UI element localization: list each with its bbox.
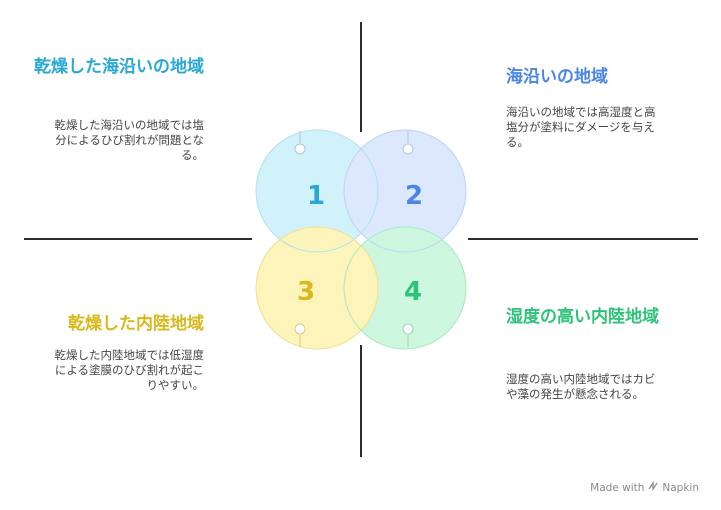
horizontal-axis-right [468, 238, 698, 240]
made-with-label: Made with [590, 481, 645, 494]
circle-2 [344, 130, 466, 252]
circle-1-outline [255, 129, 379, 253]
quadrant-1-title: 乾燥した海沿いの地域 [34, 57, 204, 77]
circle-2-outline [343, 129, 467, 253]
quadrant-4-description: 湿度の高い内陸地域ではカビや藻の発生が懸念される。 [506, 372, 656, 401]
circle-3 [256, 227, 378, 349]
napkin-logo-icon [648, 480, 658, 494]
quadrant-3-description: 乾燥した内陸地域では低湿度による塗膜のひび割れが起こりやすい。 [54, 348, 205, 392]
vertical-axis-top [360, 22, 362, 132]
horizontal-axis-left [24, 238, 252, 240]
circle-3-outline [255, 226, 379, 350]
number-2: 2 [405, 181, 423, 211]
circle-4-outline [343, 226, 467, 350]
quadrant-2-title: 海沿いの地域 [506, 67, 608, 87]
napkin-brand-label: Napkin [662, 481, 699, 494]
vertical-axis-bottom [360, 345, 362, 457]
circle-4 [344, 227, 466, 349]
connector-dot-3 [294, 323, 306, 347]
quadrant-4-title: 湿度の高い内陸地域 [506, 307, 659, 327]
quadrant-1-description: 乾燥した海沿いの地域では塩分によるひび割れが問題となる。 [54, 118, 205, 162]
made-with-napkin[interactable]: Made with Napkin [590, 480, 699, 494]
number-4: 4 [404, 277, 422, 307]
number-3: 3 [297, 277, 315, 307]
connector-dot-2 [402, 131, 414, 155]
quadrant-2-description: 海沿いの地域では高湿度と高塩分が塗料にダメージを与える。 [506, 105, 656, 149]
circle-1 [256, 130, 378, 252]
connector-dot-4 [402, 323, 414, 347]
connector-dot-1 [294, 131, 306, 155]
quadrant-3-title: 乾燥した内陸地域 [68, 314, 204, 334]
number-1: 1 [307, 181, 325, 211]
